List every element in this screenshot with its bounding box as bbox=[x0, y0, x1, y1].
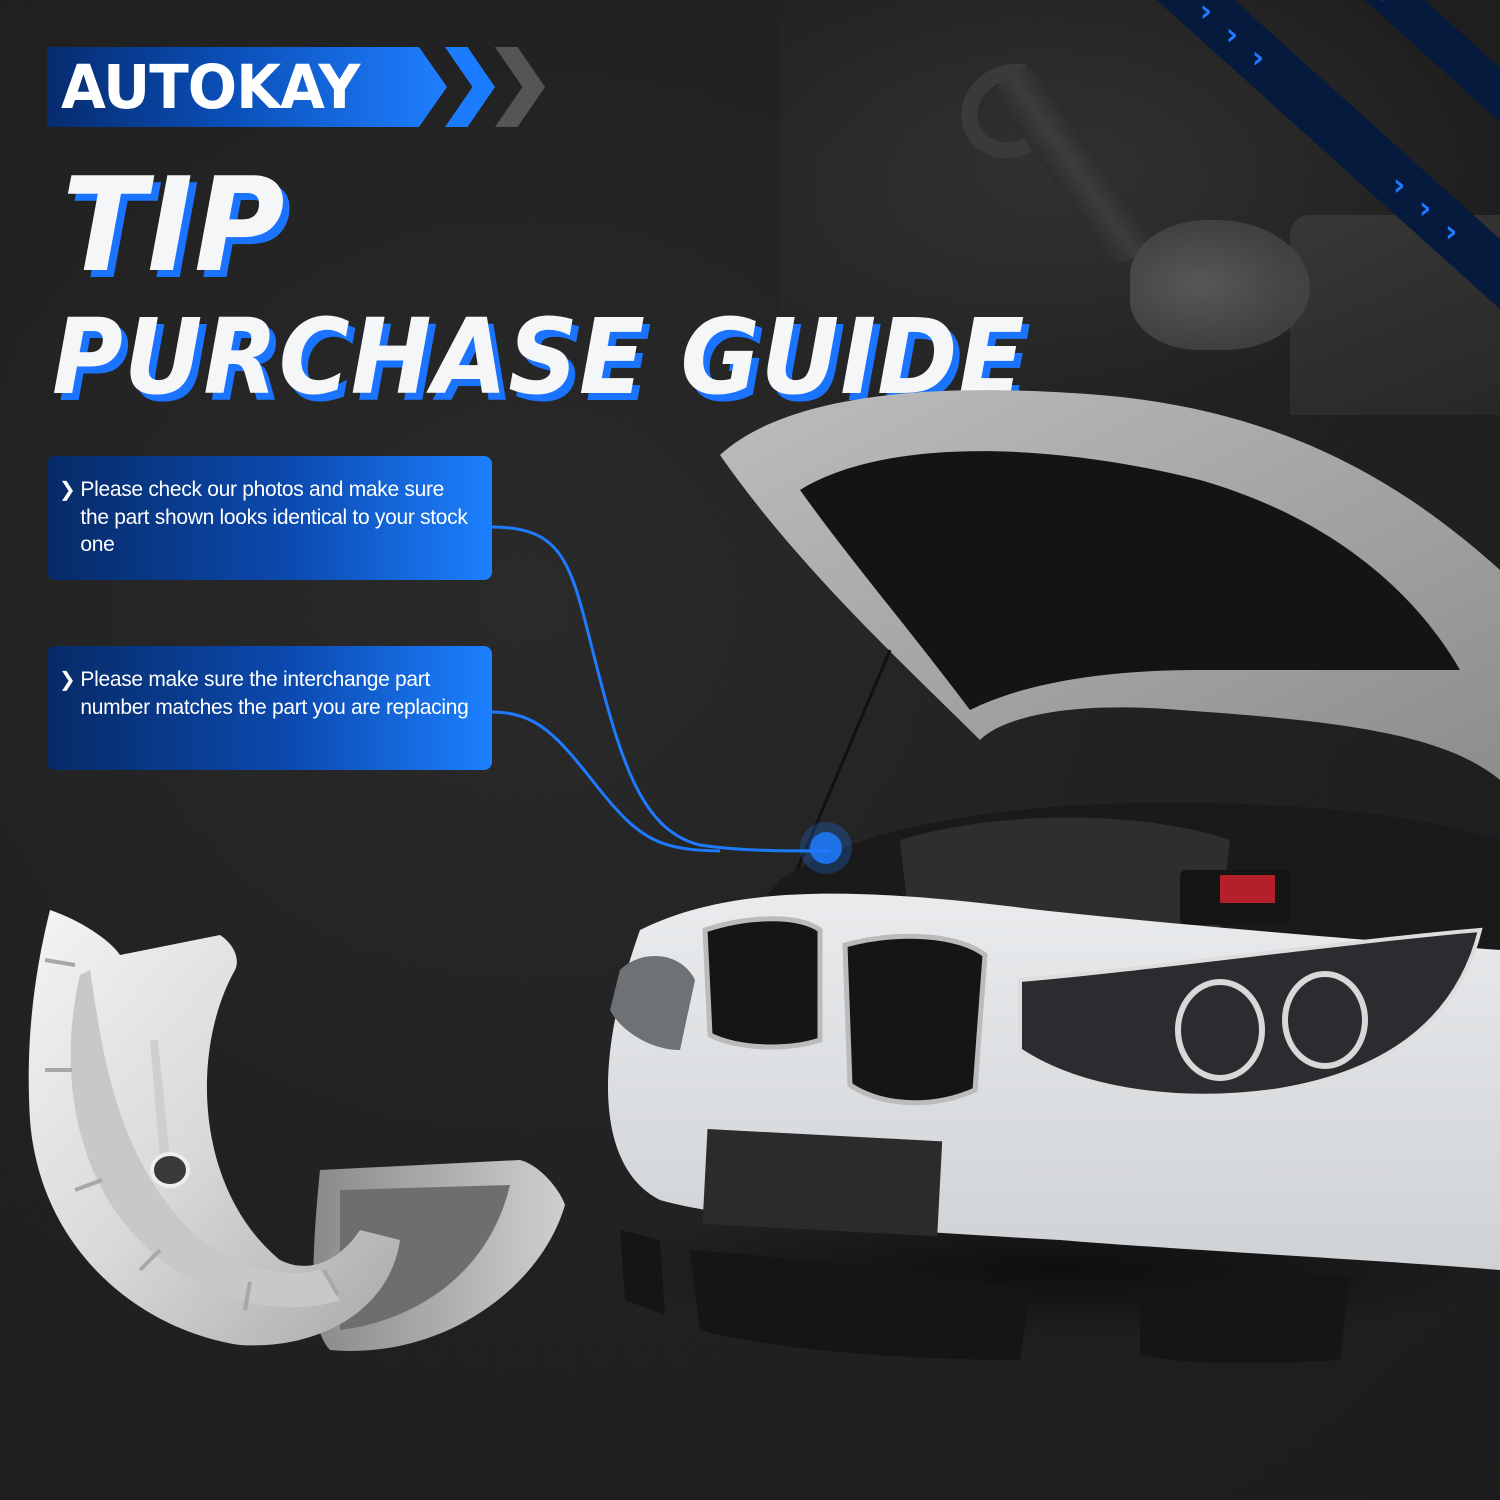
stripe-chevron-icon: › bbox=[1392, 167, 1406, 203]
hood-strut bbox=[778, 649, 892, 911]
stripe-chevron-icon: › bbox=[1225, 17, 1239, 53]
right-kidney-grille bbox=[842, 933, 988, 1106]
left-air-intake bbox=[620, 1230, 665, 1315]
tip-card: ❯ Please make sure the interchange part … bbox=[47, 646, 492, 770]
bearing-back-shell-inner bbox=[340, 1185, 510, 1330]
bearing-front-shell bbox=[28, 910, 401, 1346]
logo-chevron-gray-icon bbox=[495, 47, 545, 127]
right-air-intake bbox=[1140, 1275, 1350, 1364]
left-kidney-grille bbox=[702, 916, 823, 1050]
glove-icon bbox=[1130, 220, 1310, 350]
bearing-flange bbox=[70, 970, 341, 1308]
license-plate bbox=[702, 1129, 943, 1237]
oil-hole bbox=[150, 1152, 190, 1188]
stripe-chevron-icon: › bbox=[1379, 0, 1391, 11]
logo-plate: AUTOKAY bbox=[47, 47, 447, 127]
stripe-chevron-icon: › bbox=[1251, 40, 1265, 76]
angel-eye-2 bbox=[1282, 971, 1368, 1069]
right-headlight bbox=[1018, 927, 1483, 1098]
tip-text: Please check our photos and make sure th… bbox=[80, 478, 468, 556]
oil-groove bbox=[150, 1040, 170, 1160]
tip-text: Please make sure the interchange part nu… bbox=[80, 668, 469, 719]
brand-logo: AUTOKAY bbox=[47, 47, 545, 127]
tip-card: ❯ Please check our photos and make sure … bbox=[47, 456, 492, 580]
hood-insulation bbox=[800, 451, 1460, 710]
chevron-right-icon: ❯ bbox=[59, 667, 76, 691]
logo-chevron-blue-icon bbox=[445, 47, 495, 127]
chevron-right-icon: ❯ bbox=[59, 477, 76, 501]
stripe-chevron-icon: › bbox=[1418, 191, 1432, 227]
headline-purchase-guide: PURCHASE GUIDE bbox=[52, 296, 1026, 418]
headline-tip: TIP bbox=[62, 149, 286, 301]
angel-eye-1 bbox=[1175, 979, 1265, 1081]
stripe-chevron-icon: › bbox=[1199, 0, 1213, 29]
left-headlight bbox=[610, 956, 695, 1050]
brand-name: AUTOKAY bbox=[61, 51, 360, 123]
car-image bbox=[600, 390, 1500, 1364]
stripe-chevron-icon: › bbox=[1444, 214, 1458, 250]
fuse-box-red-lid bbox=[1220, 875, 1275, 903]
main-bearing-product-image bbox=[28, 910, 565, 1351]
center-air-intake bbox=[690, 1250, 1030, 1360]
